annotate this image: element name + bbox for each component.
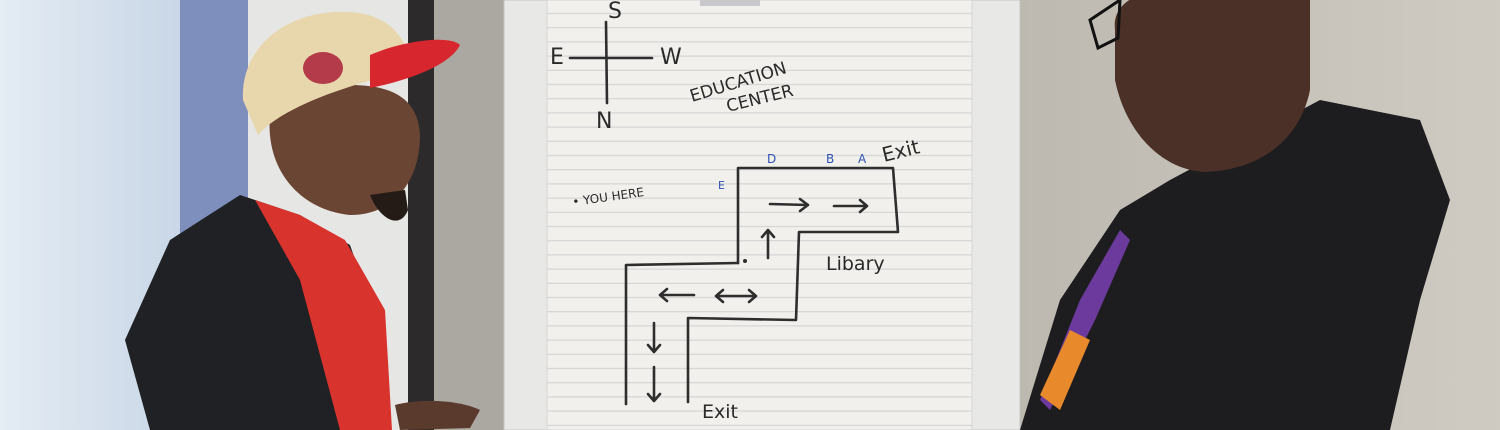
direction-arrows <box>646 197 869 403</box>
room-a: A <box>858 152 867 166</box>
room-e: E <box>718 179 725 192</box>
red-shirt <box>255 200 392 430</box>
hallway-outer-wall <box>624 261 740 406</box>
hand <box>395 400 480 430</box>
compass-vertical-line <box>604 20 609 105</box>
gray-wall <box>434 0 506 430</box>
compass-south: S <box>608 0 622 24</box>
head <box>1114 0 1310 172</box>
cap-logo <box>303 52 343 84</box>
room-d: D <box>767 152 776 166</box>
black-hoodie <box>1020 100 1450 430</box>
hallway-inner-wall <box>686 166 900 404</box>
beard <box>370 190 408 221</box>
exit-bottom-label: Exit <box>702 401 738 423</box>
compass-north: N <box>596 109 612 134</box>
person-left <box>125 11 480 430</box>
cap-brim <box>370 39 460 88</box>
person-right <box>1020 0 1450 430</box>
room-b: B <box>826 152 834 166</box>
face <box>269 85 420 215</box>
badge <box>1040 330 1090 410</box>
library-label: Libary <box>826 253 885 275</box>
compass-west: W <box>660 45 682 70</box>
compass-east: E <box>550 45 564 70</box>
you-here-dot <box>743 259 747 263</box>
glasses <box>1088 0 1122 51</box>
chart-paper: S E W N EDUCATION CENTER • YOU HERE E D … <box>546 0 973 430</box>
